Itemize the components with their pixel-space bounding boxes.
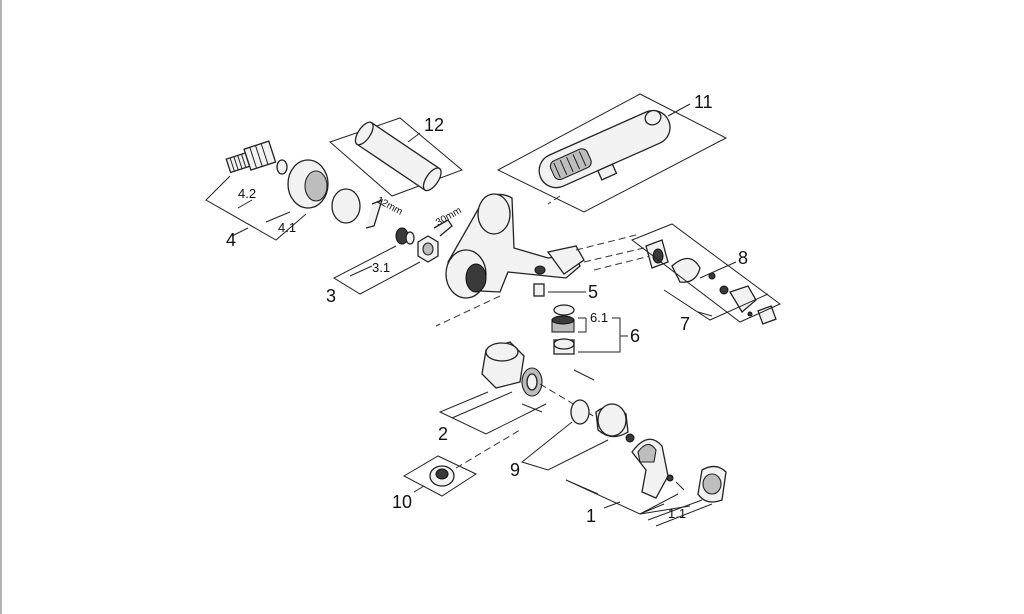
part-2-cartridge: 2 <box>438 341 601 444</box>
bracket-9 <box>520 421 609 471</box>
tray-hook <box>644 109 662 126</box>
spout-outlet <box>546 245 585 275</box>
screw-b <box>521 403 543 413</box>
part-10-frame <box>402 455 478 497</box>
bracket-6 <box>578 317 621 353</box>
bracket-4 <box>205 175 307 241</box>
label-11: 11 <box>694 92 713 112</box>
label-12: 12 <box>424 115 444 135</box>
leader-10 <box>413 485 425 493</box>
diverter-cap <box>757 305 777 325</box>
diverter-knob <box>671 257 701 283</box>
body-end-top <box>477 193 511 235</box>
spanner-30mm <box>433 219 453 237</box>
label-1-1: 1.1 <box>668 506 686 521</box>
part-8-frame <box>630 223 781 323</box>
tray-clip <box>596 163 618 181</box>
label-5: 5 <box>588 282 598 302</box>
label-10: 10 <box>392 492 412 512</box>
label-6: 6 <box>630 326 640 346</box>
label-9: 9 <box>510 460 520 480</box>
label-6-1: 6.1 <box>590 310 608 325</box>
part-10-plug: 10 <box>392 429 521 512</box>
label-1: 1 <box>586 506 596 526</box>
seal-ring <box>553 304 575 316</box>
leader-11 <box>667 103 691 117</box>
small-screw <box>625 433 635 443</box>
part-12-extension-sleeve: 12 <box>329 115 463 197</box>
part-5-aerator-small: 5 <box>533 282 598 302</box>
eccentric-connector <box>243 140 277 171</box>
bracket-7 <box>663 289 769 321</box>
label-8: 8 <box>738 248 748 268</box>
sleeve-ring <box>331 188 361 224</box>
label-4: 4 <box>226 230 236 250</box>
leader-8 <box>699 261 737 279</box>
part-11-soap-tray: 11 <box>496 92 728 213</box>
label-4-1: 4.1 <box>278 220 296 235</box>
hex-key-12mm <box>365 198 384 229</box>
part-1-handle-set: 1 1.1 <box>565 433 727 527</box>
part-4-connector-set: 4.2 4.1 4 <box>205 140 361 250</box>
part-9-escutcheon: 9 <box>510 399 629 480</box>
screw-a <box>573 369 595 381</box>
tray-grid <box>549 148 592 181</box>
label-3-1: 3.1 <box>372 260 390 275</box>
washer-4-2 <box>276 159 288 175</box>
bracket-2 <box>438 391 547 435</box>
bracket-1 <box>565 479 665 515</box>
bracket-3 <box>332 245 421 295</box>
tools: 12mm 30mm <box>365 195 464 237</box>
label-7: 7 <box>680 314 690 334</box>
label-12mm: 12mm <box>375 195 405 218</box>
leader-12 <box>407 132 421 143</box>
label-4-2: 4.2 <box>238 186 256 201</box>
sleeve-end-left <box>354 121 374 146</box>
mixer-body <box>435 193 651 327</box>
o-ring <box>570 399 590 425</box>
part-11-frame <box>496 93 728 213</box>
sleeve-end-right <box>422 167 442 192</box>
label-3: 3 <box>326 286 336 306</box>
label-2: 2 <box>438 424 448 444</box>
part-8-diverter-set: 8 7 <box>630 223 781 334</box>
part-6-aerator-set: 6.1 6 <box>551 304 640 355</box>
part-3-nut-set: 3.1 3 <box>326 227 439 306</box>
diverter-lever <box>729 285 757 313</box>
